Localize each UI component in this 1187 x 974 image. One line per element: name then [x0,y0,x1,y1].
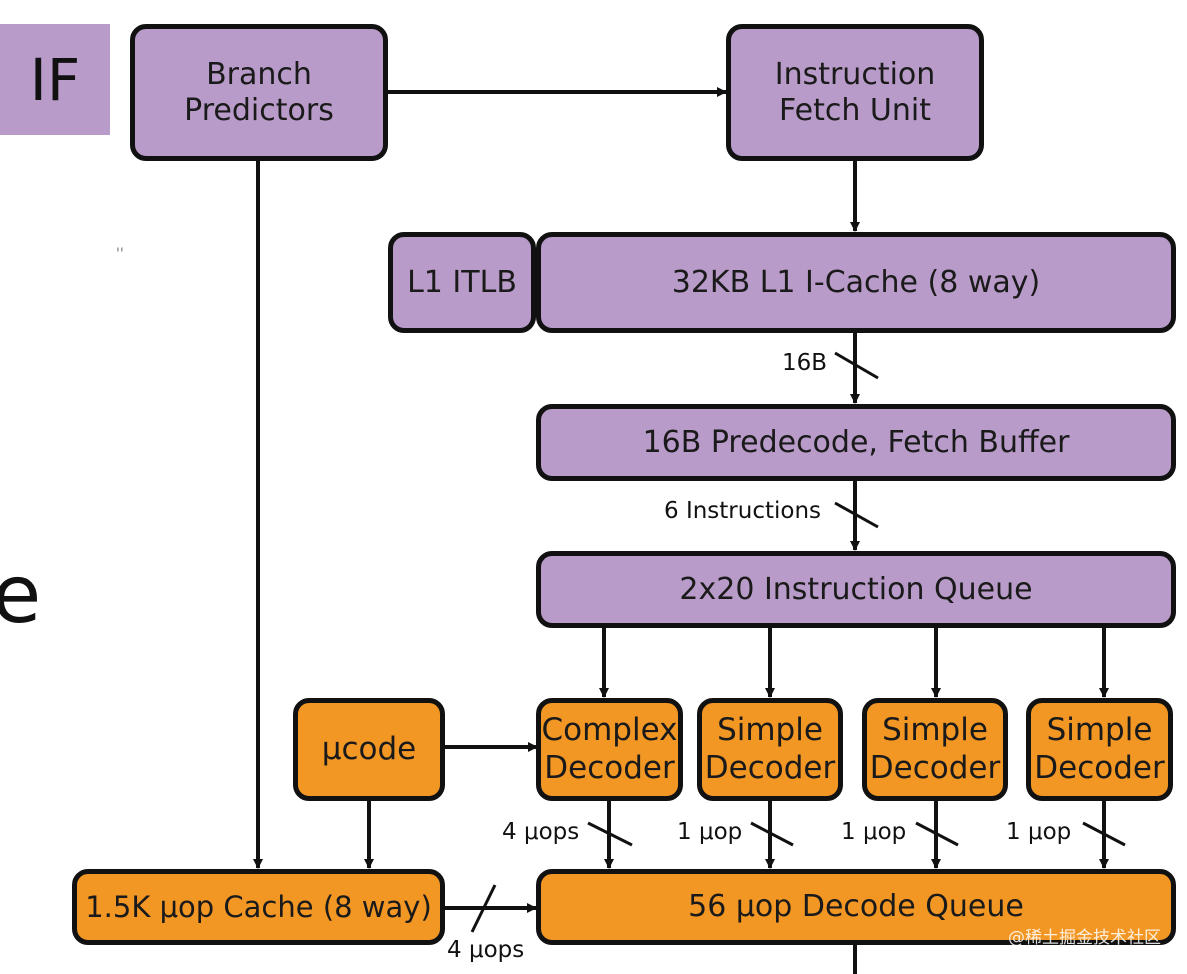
bus-slash-4-uops-cache [470,884,497,933]
complex-decoder-label: Complex Decoder [541,712,678,786]
stray-mark: '' [116,246,124,262]
l1-itlb-label: L1 ITLB [407,264,517,300]
stage-tag: IF [0,24,110,135]
simple-decoder-label: Simple Decoder [704,712,836,786]
bus-width-label: 4 μops [502,819,580,845]
branch-predictors-box: Branch Predictors [130,24,388,161]
instruction-queue-label: 2x20 Instruction Queue [679,571,1033,607]
bus-slash-1-uop-b [915,821,959,847]
uop-cache-label: 1.5K μop Cache (8 way) [85,889,432,924]
bus-slash-4-uops [587,821,633,847]
simple-decoder-box: Simple Decoder [862,698,1008,801]
l1-itlb-box: L1 ITLB [388,232,536,333]
bus-width-label: 1 μop [1006,819,1072,845]
predecode-label: 16B Predecode, Fetch Buffer [642,424,1070,460]
complex-decoder-box: Complex Decoder [536,698,683,801]
bus-slash-16b [834,351,879,380]
uop-cache-box: 1.5K μop Cache (8 way) [72,869,445,945]
cropped-text-fragment: e [0,548,42,641]
bus-width-label: 1 μop [841,819,907,845]
instruction-fetch-unit-box: Instruction Fetch Unit [726,24,984,161]
decode-queue-label: 56 μop Decode Queue [688,889,1024,924]
ucode-box: μcode [293,698,445,801]
watermark: @稀土掘金技术社区 [1008,928,1161,948]
branch-predictors-label: Branch Predictors [184,56,334,128]
bus-width-label: 4 μops [447,937,525,963]
bus-slash-1-uop-a [750,821,794,847]
bus-width-label: 6 Instructions [664,498,822,524]
l1-icache-box: 32KB L1 I-Cache (8 way) [536,232,1176,333]
simple-decoder-box: Simple Decoder [697,698,843,801]
ucode-label: μcode [321,730,417,767]
simple-decoder-label: Simple Decoder [869,712,1001,786]
bus-width-label: 1 μop [677,819,743,845]
decode-queue-box: 56 μop Decode Queue [536,869,1176,945]
predecode-box: 16B Predecode, Fetch Buffer [536,404,1176,481]
bus-slash-6-instructions [834,501,879,529]
simple-decoder-box: Simple Decoder [1026,698,1173,801]
instruction-fetch-unit-label: Instruction Fetch Unit [774,56,936,128]
instruction-queue-box: 2x20 Instruction Queue [536,551,1176,628]
simple-decoder-label: Simple Decoder [1034,712,1165,786]
l1-icache-label: 32KB L1 I-Cache (8 way) [671,264,1041,300]
bus-width-label: 16B [782,350,828,376]
bus-slash-1-uop-c [1082,821,1126,847]
